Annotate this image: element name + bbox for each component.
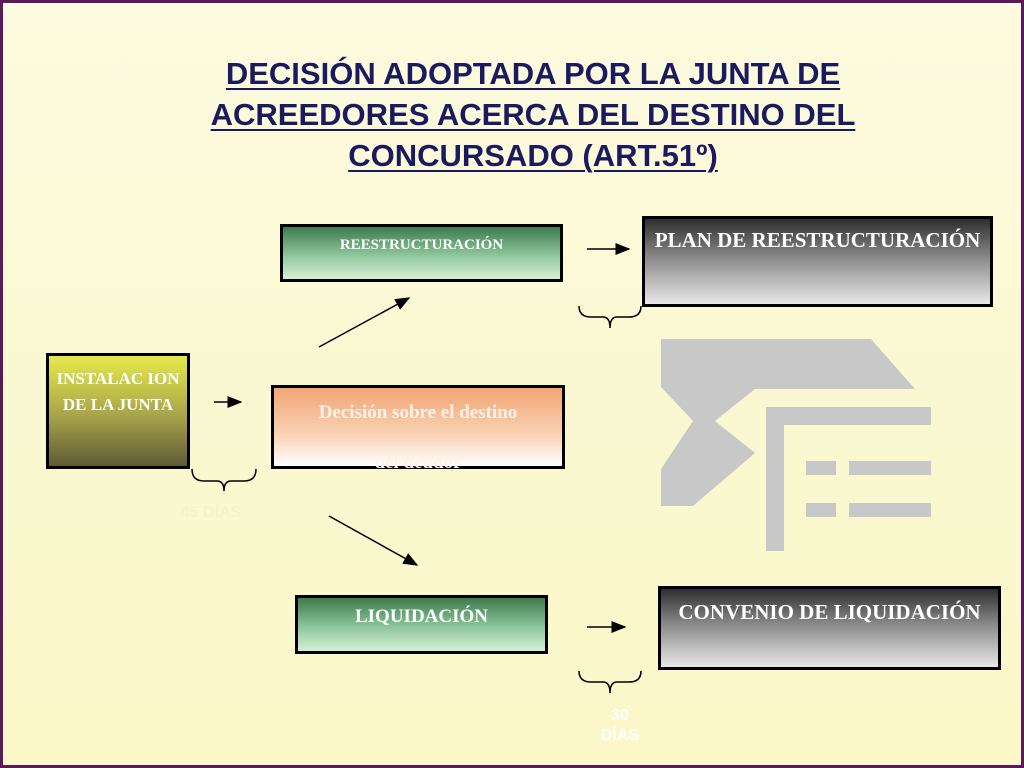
days-label-30: 30 DÍAS <box>585 706 655 746</box>
arrow-decision-to-reestructuracion <box>318 297 411 348</box>
convenio-label: CONVENIO DE LIQUIDACIÓN <box>678 600 981 624</box>
box-plan-reestructuracion: PLAN DE REESTRUCTURACIÓN <box>642 216 993 307</box>
connectors-layer <box>191 243 931 694</box>
liquidacion-label: LIQUIDACIÓN <box>354 606 489 627</box>
arrow-decision-to-liquidacion <box>328 515 419 566</box>
plan-label: PLAN DE REESTRUCTURACIÓN <box>654 228 981 252</box>
decision-label-line2: del deudor <box>374 452 462 473</box>
brace-45-days <box>191 468 257 492</box>
box-instalacion-junta: INSTALAC ION DE LA JUNTA <box>46 353 190 469</box>
days-label-45: 45 DÍAS <box>180 504 242 521</box>
days-30-number: 30 <box>611 707 629 724</box>
days-30-unit: DÍAS <box>600 727 640 744</box>
instalacion-label: INSTALAC ION DE LA JUNTA <box>56 369 180 414</box>
title-line-1: DECISIÓN ADOPTADA POR LA JUNTA DE <box>225 56 841 91</box>
reestructuracion-label: REESTRUCTURACIÓN <box>339 237 504 253</box>
brace-plan <box>578 305 642 329</box>
title-line-2: ACREEDORES ACERCA DEL DESTINO DEL <box>210 97 856 132</box>
box-liquidacion: LIQUIDACIÓN <box>295 595 548 654</box>
box-convenio-liquidacion: CONVENIO DE LIQUIDACIÓN <box>658 586 1001 670</box>
box-reestructuracion: REESTRUCTURACIÓN <box>280 224 563 282</box>
watermark-logo-icon <box>661 339 931 551</box>
decision-label-line1: Decisión sobre el destino <box>318 402 518 423</box>
title-line-3: CONCURSADO (ART.51º) <box>348 138 718 173</box>
page-title: DECISIÓN ADOPTADA POR LA JUNTA DE ACREED… <box>93 53 973 176</box>
brace-30-days <box>578 670 642 694</box>
box-decision-destino: Decisión sobre el destino del deudor <box>271 385 565 473</box>
